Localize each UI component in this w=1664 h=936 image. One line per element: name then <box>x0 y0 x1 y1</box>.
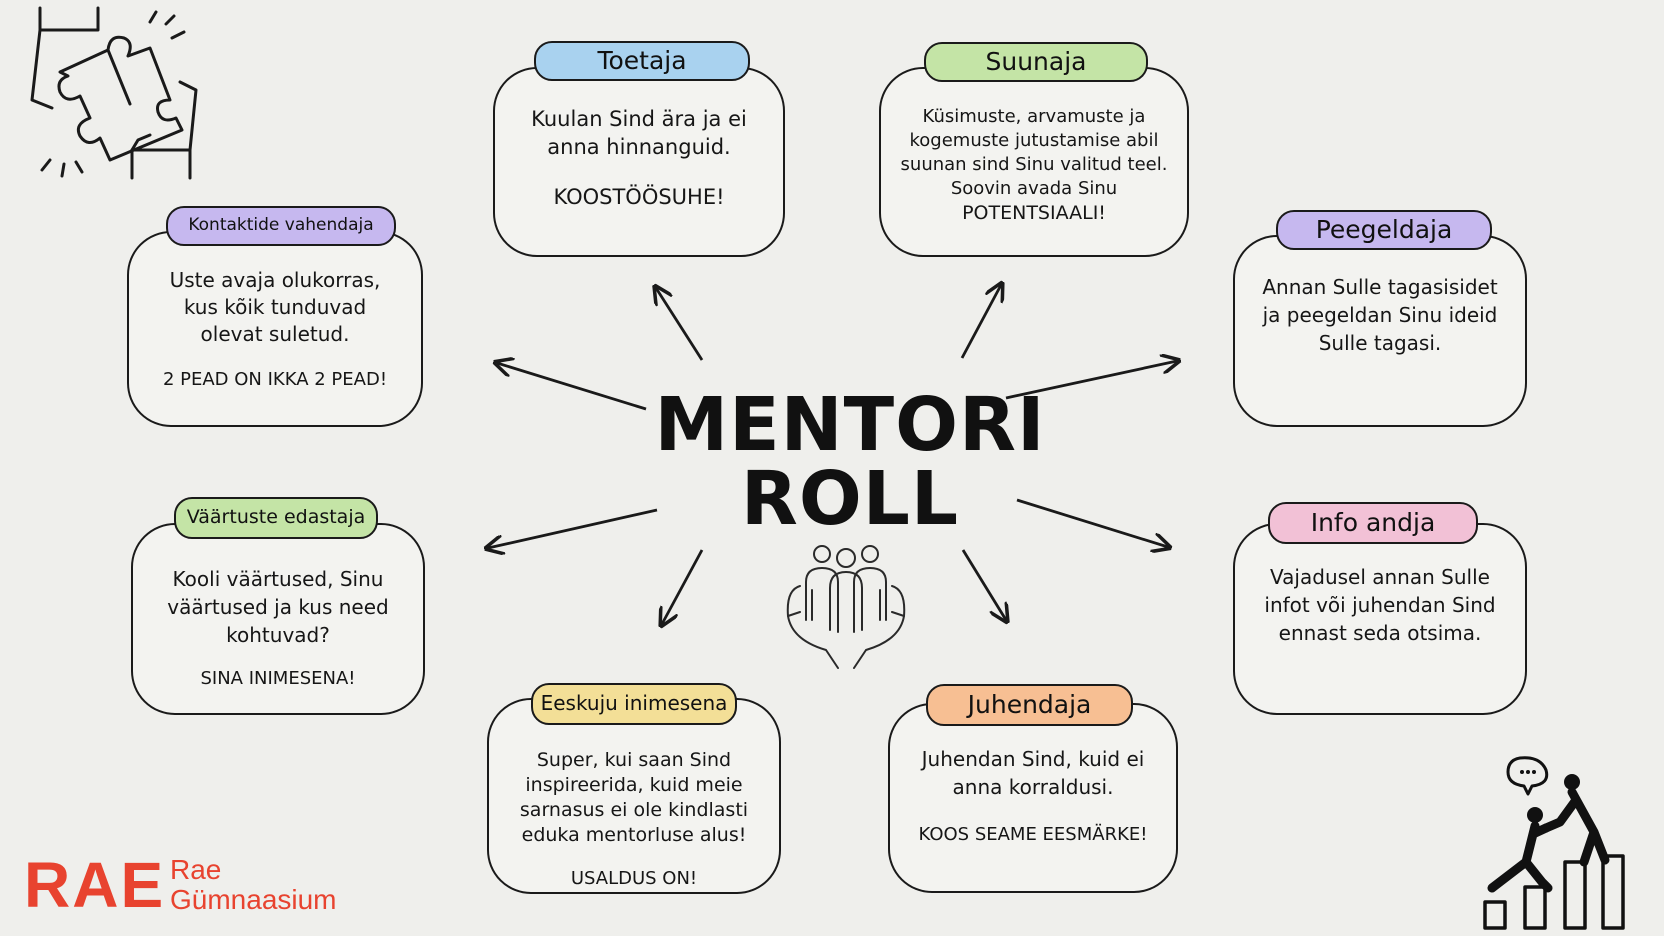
pill-vaartuste-edastaja: Väärtuste edastaja <box>174 497 378 539</box>
card-vaartuste-edastaja: Kooli väärtused, Sinu väärtused ja kus n… <box>131 523 425 715</box>
arrow-eeskuju-inimesena <box>662 549 704 624</box>
card-juhendaja-text: Juhendan Sind, kuid ei anna korraldusi. <box>921 747 1145 799</box>
arrow-peegeldaja <box>1005 361 1177 400</box>
figures <box>1487 756 1610 893</box>
card-kontaktide-vahendaja-tag: 2 PEAD ON IKKA 2 PEAD! <box>162 369 388 390</box>
card-suunaja-text: Küsimuste, arvamuste ja kogemuste jutust… <box>900 106 1168 199</box>
card-eeskuju-inimesena: Super, kui saan Sind inspireerida, kuid … <box>487 698 781 894</box>
arrow-suunaja <box>960 285 1001 359</box>
card-info-andja: Vajadusel annan Sulle infot või juhendan… <box>1233 523 1527 715</box>
card-toetaja-tag: KOOSTÖÖSUHE! <box>553 185 725 209</box>
card-vaartuste-edastaja-tag: SINA INIMESENA! <box>200 668 356 689</box>
card-suunaja-tag: POTENTSIAALI! <box>962 202 1106 224</box>
pill-peegeldaja: Peegeldaja <box>1276 210 1492 250</box>
pill-kontaktide-vahendaja: Kontaktide vahendaja <box>166 206 396 246</box>
arrows <box>488 285 1177 624</box>
card-juhendaja: Juhendan Sind, kuid ei anna korraldusi. … <box>888 703 1178 893</box>
arrow-info-andja <box>1016 498 1168 547</box>
puzzle-hands-icon <box>30 6 198 180</box>
logo-line-1: Rae <box>170 854 222 885</box>
arrow-vaartuste-edastaja <box>488 508 658 548</box>
logo-name: Rae Gümnaasium <box>170 855 337 915</box>
card-kontaktide-vahendaja-text: Uste avaja olukorras, kus kõik tunduvad … <box>169 268 381 346</box>
card-peegeldaja: Annan Sulle tagasisidet ja peegeldan Sin… <box>1233 235 1527 427</box>
card-vaartuste-edastaja-text: Kooli väärtused, Sinu väärtused ja kus n… <box>167 567 389 647</box>
card-peegeldaja-text: Annan Sulle tagasisidet ja peegeldan Sin… <box>1262 275 1498 355</box>
card-kontaktide-vahendaja: Uste avaja olukorras, kus kõik tunduvad … <box>127 231 423 427</box>
pill-toetaja: Toetaja <box>534 41 750 81</box>
card-toetaja-text: Kuulan Sind ära ja ei anna hinnanguid. <box>531 107 747 159</box>
logo-line-2: Gümnaasium <box>170 884 337 915</box>
card-eeskuju-inimesena-text: Super, kui saan Sind inspireerida, kuid … <box>519 749 749 846</box>
card-eeskuju-inimesena-tag: USALDUS ON! <box>570 868 698 889</box>
pill-juhendaja: Juhendaja <box>926 684 1133 726</box>
card-info-andja-text: Vajadusel annan Sulle infot või juhendan… <box>1264 565 1496 645</box>
people-in-hands-icon <box>786 545 906 669</box>
title-line-2: ROLL <box>740 456 960 542</box>
card-toetaja: Kuulan Sind ära ja ei anna hinnanguid. K… <box>493 67 785 257</box>
arrow-juhendaja <box>961 549 1006 620</box>
arrow-kontaktide-vahendaja <box>497 363 647 411</box>
title-line-1: MENTORI <box>654 382 1046 468</box>
helping-hand-steps-icon <box>1483 854 1625 930</box>
pill-suunaja: Suunaja <box>924 42 1148 82</box>
arrow-toetaja <box>656 288 704 361</box>
pill-info-andja: Info andja <box>1268 502 1478 544</box>
card-juhendaja-tag: KOOS SEAME EESMÄRKE! <box>918 824 1148 845</box>
pill-eeskuju-inimesena: Eeskuju inimesena <box>531 683 737 725</box>
card-suunaja: Küsimuste, arvamuste ja kogemuste jutust… <box>879 67 1189 257</box>
logo-mark: RAE <box>24 849 166 921</box>
